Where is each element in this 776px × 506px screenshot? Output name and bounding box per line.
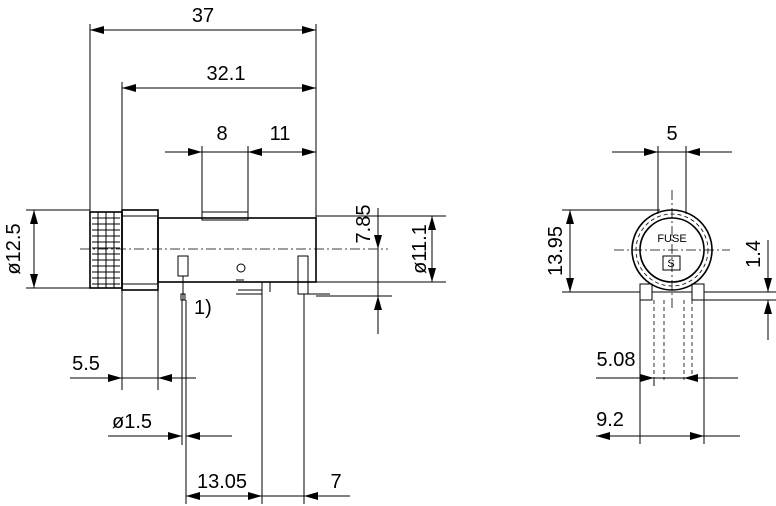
dim-window-width: 8	[216, 123, 227, 145]
dim-standoff: 1.4	[743, 240, 765, 268]
dim-pin-span: 9.2	[596, 409, 624, 431]
dim-top-width: 5	[666, 123, 677, 145]
dim-overall-length: 37	[192, 5, 214, 27]
side-view: 37 32.1 8 11 ø12.5 ø11.1 7.85 5.5 ø1.5	[3, 5, 446, 504]
dim-pin-spacing: 13.05	[197, 471, 247, 493]
fuse-pins	[177, 255, 330, 445]
dim-pin-end-offset: 7	[330, 471, 341, 493]
dim-pin-pitch: 5.08	[597, 349, 636, 371]
dim-cap-diameter: ø12.5	[3, 223, 25, 274]
fuse-cap	[89, 211, 123, 289]
fuse-body	[157, 211, 317, 283]
footnote-marker: 1)	[194, 297, 212, 319]
end-view: FUSE S 5 13.95	[545, 123, 776, 444]
dim-window-offset: 11	[270, 123, 291, 145]
dim-cap-offset: 5.5	[72, 353, 100, 375]
fuse-flange	[121, 209, 159, 291]
end-cap-symbol: S	[667, 258, 674, 270]
dim-axis-height: 7.85	[353, 205, 375, 244]
dim-body-length: 32.1	[207, 63, 246, 85]
dim-pin-diameter: ø1.5	[112, 411, 152, 433]
dim-body-diameter: ø11.1	[409, 224, 431, 274]
dim-end-height: 13.95	[545, 226, 567, 276]
